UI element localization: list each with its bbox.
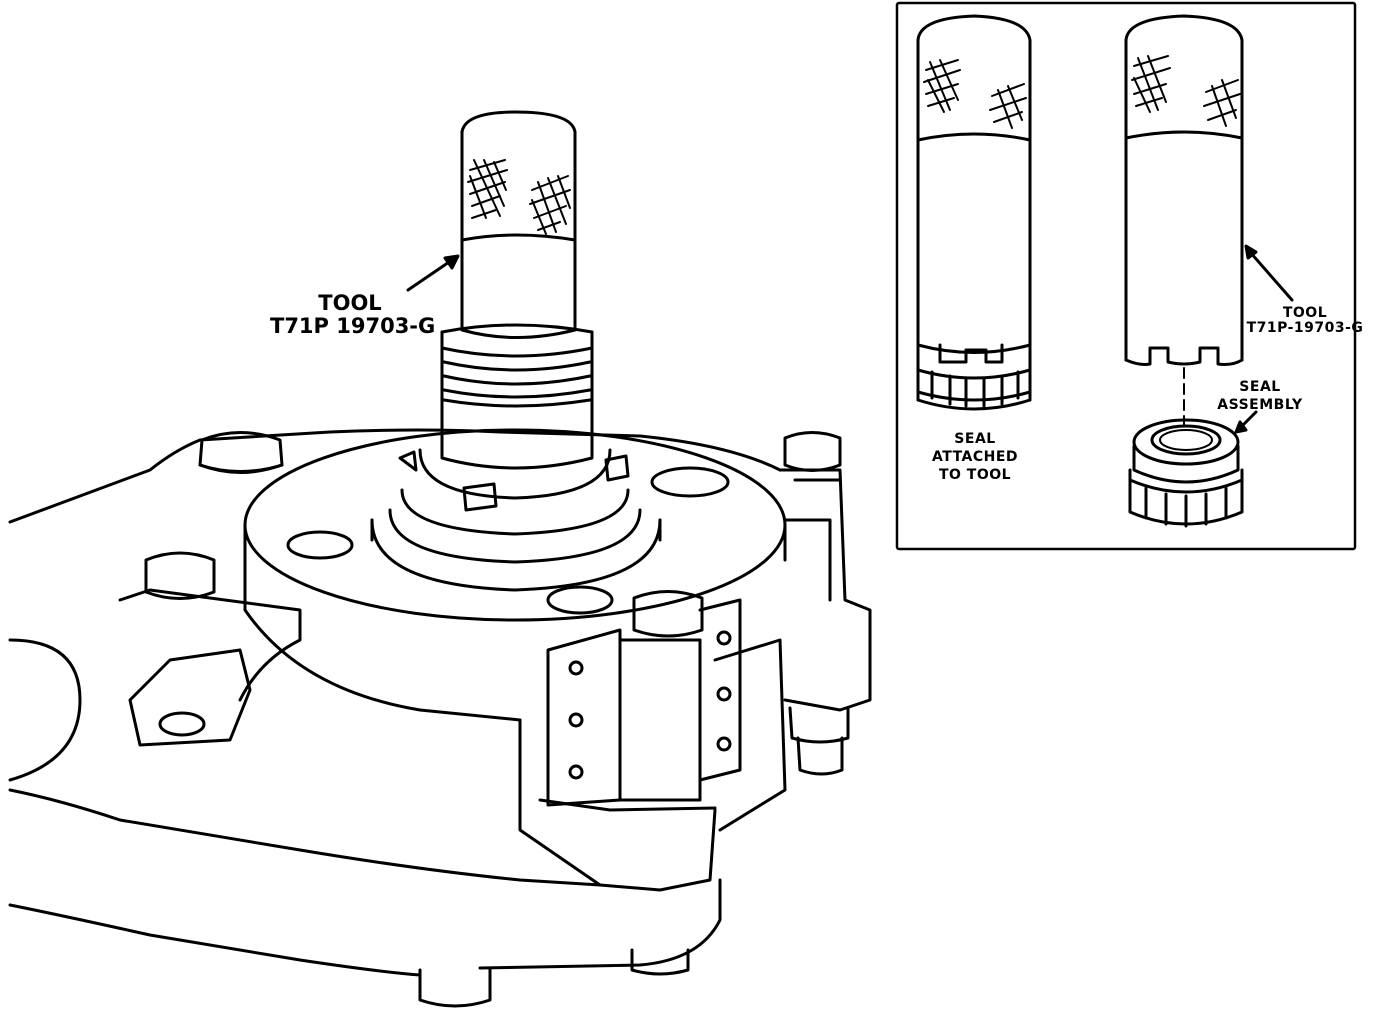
housing-bolts xyxy=(144,431,850,1008)
seal-assembly xyxy=(1128,410,1258,528)
seal-attached-label-line1: SEAL xyxy=(954,431,996,447)
inset-panel xyxy=(895,1,1357,551)
mounting-plate xyxy=(546,598,742,807)
inset-tool-seal-attached xyxy=(916,14,1032,411)
gear-housing xyxy=(8,428,872,977)
main-tool-label-line2: T71P 19703-G xyxy=(270,314,436,339)
seal-attached-label-line3: TO TOOL xyxy=(938,467,1012,484)
inset-tool-label-line1: TOOL xyxy=(1282,305,1328,321)
seal-assembly-label-line1: SEAL xyxy=(1239,379,1281,395)
main-tool-label-line1: TOOL xyxy=(318,291,382,315)
main-tool xyxy=(370,110,662,592)
inset-tool-separate xyxy=(1124,14,1294,431)
seal-assembly-label: SEAL ASSEMBLY xyxy=(1205,378,1315,414)
seal-assembly-label-line2: ASSEMBLY xyxy=(1217,397,1303,414)
inset-tool-label-line2: T71P-19703-G xyxy=(1246,320,1364,337)
inset-tool-label: TOOL T71P-19703-G xyxy=(1240,305,1370,337)
main-tool-label: TOOL T71P 19703-G xyxy=(270,291,436,339)
seal-attached-label: SEAL ATTACHED TO TOOL xyxy=(915,430,1035,485)
seal-attached-label-line2: ATTACHED xyxy=(931,449,1019,466)
